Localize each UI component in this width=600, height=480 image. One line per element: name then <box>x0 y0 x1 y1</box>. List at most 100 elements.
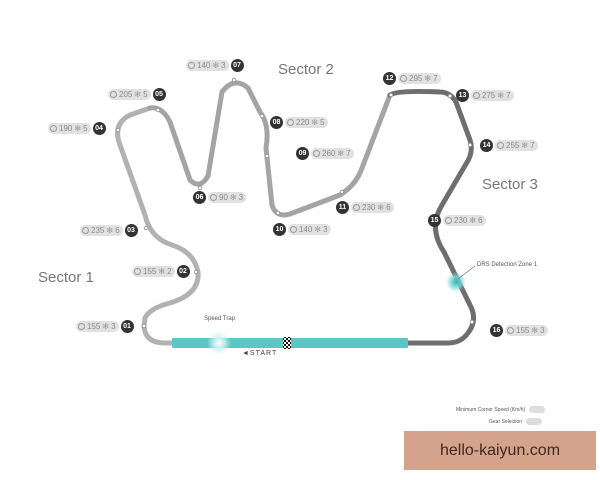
corner-dot-09 <box>264 153 270 159</box>
corner-info-01: 155✻3 01 <box>76 320 134 333</box>
checkered-flag-icon <box>283 337 291 349</box>
corner-speed: 155 <box>516 326 530 335</box>
corner-dot-04 <box>115 127 121 133</box>
corner-speed: 155 <box>143 267 157 276</box>
legend-gear-selection-label: Gear Selection <box>489 418 523 425</box>
corner-dot-10 <box>275 210 281 216</box>
corner-number-badge: 13 <box>456 89 469 102</box>
legend-min-corner-speed-label: Minimum Corner Speed (Km/h) <box>456 406 526 413</box>
speedometer-icon <box>188 62 195 69</box>
corner-speed: 260 <box>322 149 336 158</box>
speedometer-icon <box>287 119 294 126</box>
gear-icon: ✻ <box>377 202 385 212</box>
sector-label-1: Sector 1 <box>38 269 94 286</box>
corner-gear: 2 <box>167 267 172 276</box>
speedometer-icon <box>50 125 57 132</box>
gear-icon: ✻ <box>229 192 237 202</box>
watermark-text: hello-kaiyun.com <box>439 441 561 459</box>
speedometer-icon <box>313 150 320 157</box>
corner-gear: 5 <box>83 124 88 133</box>
sector-label-2: Sector 2 <box>278 61 334 78</box>
corner-dot-14 <box>467 142 473 148</box>
speed-trap-glow <box>207 331 231 355</box>
track-sector-3 <box>282 88 476 346</box>
gear-icon: ✻ <box>311 117 319 127</box>
speedometer-icon <box>400 75 407 82</box>
corner-dot-02 <box>193 269 199 275</box>
corner-speed: 205 <box>119 90 133 99</box>
gear-icon: ✻ <box>74 123 82 133</box>
corner-gear: 7 <box>433 74 438 83</box>
corner-speed: 295 <box>409 74 423 83</box>
corner-speed: 190 <box>59 124 73 133</box>
corner-dot-07 <box>231 77 237 83</box>
corner-dot-03 <box>143 225 149 231</box>
start-label: ◄START <box>242 350 278 357</box>
gear-icon: ✻ <box>314 224 322 234</box>
corner-gear: 6 <box>115 226 120 235</box>
gear-icon: ✻ <box>497 90 505 100</box>
corner-speed: 140 <box>197 61 211 70</box>
corner-number-badge: 15 <box>428 214 441 227</box>
legend-min-corner-speed: Minimum Corner Speed (Km/h) <box>456 406 546 413</box>
corner-gear: 3 <box>111 322 116 331</box>
corner-dot-01 <box>141 323 147 329</box>
corner-info-14: 14 255✻7 <box>480 139 538 152</box>
corner-info-02: 155✻2 02 <box>132 265 190 278</box>
gear-icon: ✻ <box>424 73 432 83</box>
corner-pill: 155✻3 <box>505 325 548 336</box>
corner-gear: 7 <box>506 91 511 100</box>
corner-gear: 5 <box>320 118 325 127</box>
corner-pill: 230✻6 <box>443 215 486 226</box>
corner-number-badge: 09 <box>296 147 309 160</box>
corner-info-16: 16 155✻3 <box>490 324 548 337</box>
corner-pill: 230✻6 <box>351 202 394 213</box>
corner-dot-16 <box>469 319 475 325</box>
corner-number-badge: 08 <box>270 116 283 129</box>
corner-info-07: 140✻3 07 <box>186 59 244 72</box>
corner-pill: 275✻7 <box>471 90 514 101</box>
corner-number-badge: 14 <box>480 139 493 152</box>
corner-dot-08 <box>259 113 265 119</box>
speedometer-icon <box>110 91 117 98</box>
corner-info-15: 15 230✻6 <box>428 214 486 227</box>
track-sector-2 <box>147 80 393 218</box>
corner-info-04: 190✻5 04 <box>48 122 106 135</box>
gear-icon: ✻ <box>531 325 539 335</box>
corner-dot-05 <box>155 107 161 113</box>
corner-speed: 235 <box>91 226 105 235</box>
gear-icon <box>526 418 543 425</box>
drs-detection-label: DRS Detection Zone 1 <box>477 262 538 268</box>
corner-gear: 6 <box>478 216 483 225</box>
speedometer-icon <box>473 92 480 99</box>
corner-pill: 205✻5 <box>108 89 151 100</box>
corner-number-badge: 10 <box>273 223 286 236</box>
corner-gear: 7 <box>346 149 351 158</box>
corner-gear: 3 <box>540 326 545 335</box>
corner-number-badge: 11 <box>336 201 349 214</box>
corner-number-badge: 01 <box>120 320 134 333</box>
corner-speed: 155 <box>87 322 101 331</box>
corner-number-badge: 06 <box>193 191 206 204</box>
speedometer-icon <box>507 327 514 334</box>
corner-info-09: 09 260✻7 <box>296 147 354 160</box>
gear-icon: ✻ <box>469 215 477 225</box>
corner-number-badge: 04 <box>92 122 106 135</box>
corner-pill: 220✻5 <box>285 117 328 128</box>
gear-icon: ✻ <box>521 140 529 150</box>
corner-dot-12 <box>388 92 394 98</box>
corner-speed: 230 <box>362 203 376 212</box>
watermark-banner: hello-kaiyun.com <box>404 431 596 470</box>
corner-number-badge: 05 <box>152 88 166 101</box>
corner-gear: 3 <box>221 61 226 70</box>
speedometer-icon <box>529 406 546 413</box>
corner-dot-06 <box>197 185 203 191</box>
track-sector-1 <box>115 105 288 346</box>
corner-gear: 5 <box>143 90 148 99</box>
speedometer-icon <box>353 204 360 211</box>
corner-info-11: 11 230✻6 <box>336 201 394 214</box>
gear-icon: ✻ <box>134 89 142 99</box>
corner-dot-13 <box>447 93 453 99</box>
gear-icon: ✻ <box>337 148 345 158</box>
